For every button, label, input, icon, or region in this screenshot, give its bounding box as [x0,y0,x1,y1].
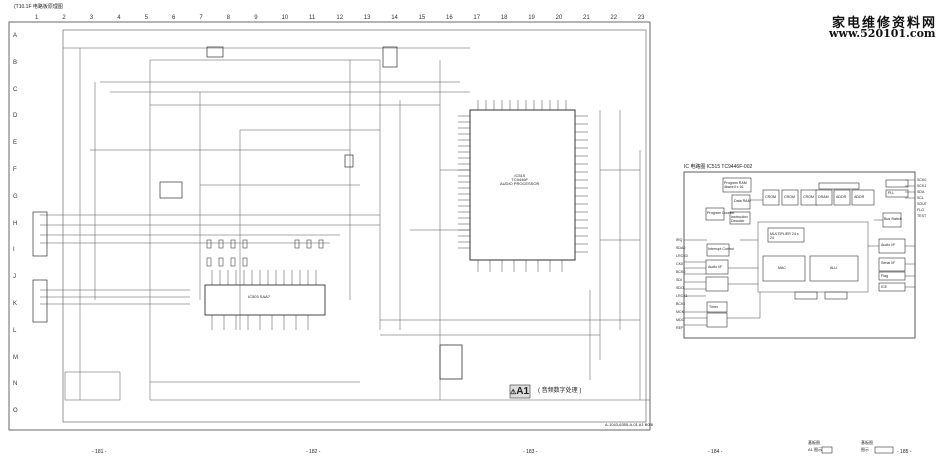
interrupt-control-block: Interrupt Control [708,247,734,251]
column-number: 10 [281,15,289,21]
column-number: 6 [172,15,176,21]
column-number: 19 [528,15,535,21]
watermark-url: www.520101.com [829,27,936,40]
row-letter: O [13,408,18,415]
left-pin-label: SDO [676,286,684,290]
watermark-chinese: 家电维修资料网 [832,16,938,31]
column-number: 9 [254,15,258,21]
left-pin-label: MDO [676,318,685,322]
row-letter: L [13,327,17,334]
right-pin-label: SDA [917,190,925,194]
column-number: 23 [637,15,645,21]
serial-if-block: Serial I/F [881,261,896,265]
row-letter: B [13,59,18,66]
left-pin-label: LRCK1 [676,294,688,298]
legend-left-label: 基板图 [808,440,820,445]
left-pin-label: CK0 [676,262,683,266]
row-letter: A [13,33,18,39]
column-number: 2 [62,15,66,21]
row-letter: K [13,301,18,307]
right-pin-label: FLG [917,208,924,212]
bottom-note: A-1043-6355-A-01 A1 B0/6 [605,422,654,427]
crom-3-block: CROM [803,195,814,199]
legend-right-sub: 图示 [861,447,869,452]
column-number: 16 [446,15,453,21]
left-pin-label: REF [676,326,684,330]
column-number: 14 [391,15,398,21]
dram-block: DRAM [818,195,829,199]
row-letter: C [13,86,18,93]
page-number-2: - 182 - [306,449,321,455]
right-pin-label: SCK0 [917,178,927,182]
column-number: 11 [309,15,316,21]
column-number: 3 [89,15,94,21]
legend-left-sub: A1 图示 [808,447,823,452]
board-caption: ( 音频数字处理 ) [538,388,582,394]
row-letter: J [13,274,16,281]
row-letter: E [13,140,18,147]
right-pin-label: SOUT [917,202,927,206]
alu-block: ALU [830,266,837,270]
column-number: 17 [473,15,481,21]
row-letter: H [13,220,18,227]
legend-right-label: 基板图 [861,440,873,445]
program-counter-block: Program Counter [707,211,735,215]
row-letter: M [13,354,18,361]
left-pin-label: IRQ [676,238,683,242]
audio-if-block: Audio I/F [708,265,723,269]
column-number: 8 [226,15,231,21]
column-number: 18 [500,15,508,21]
row-letter: F [13,167,17,173]
ice-block: ICE [881,285,887,289]
program-ram-block: Program RAM 4kword x 16 [724,181,747,189]
crom-1-block: CROM [765,195,776,199]
timer-block: Timer [709,305,719,309]
left-pin-label: SDA0 [676,246,686,250]
block-diagram-title: IC 电路图 IC515 TC9446F-002 [684,164,753,170]
row-letter: G [13,193,18,200]
column-number: 15 [418,15,426,21]
flag-block: Flag [881,274,888,278]
sub-ic-label: IC503 SAA7 [248,294,271,299]
board-label: ⚠A1 [510,386,530,397]
column-number: 22 [610,15,618,21]
mac-block: MAC [778,266,786,270]
page-number-3: - 183 - [523,449,538,455]
row-letter: I [13,247,15,254]
column-number: 21 [583,15,590,21]
sheet-header: (T10.1F 电路板原理图 [14,4,63,10]
left-pin-label: LRCK0 [676,254,688,258]
addr-2-block: ADDR [854,195,865,199]
right-pin-label: SCL [917,196,924,200]
instruction-decoder-block: Instruction Decoder [731,215,748,223]
column-number: 20 [555,15,563,21]
column-number: 4 [117,15,121,21]
pll-block: PLL [888,191,895,195]
multiplier-block: MULTIPLIER 24 x 24 [770,232,799,240]
row-letter: D [13,113,18,120]
row-letter: N [13,381,18,388]
left-pin-label: SDI [676,278,682,282]
column-number: 7 [199,15,203,21]
page-number-5: - 185 - [897,449,912,455]
data-ram-block: Data RAM [734,199,751,203]
left-pin-label: BCK0 [676,270,686,274]
crom-2-block: CROM [784,195,795,199]
left-pin-label: MCK [676,310,684,314]
column-number: 5 [144,15,148,21]
left-pin-label: BCK1 [676,302,686,306]
page-number-4: - 184 - [708,449,723,455]
column-number: 12 [336,15,344,21]
addr-1-block: ADDR [836,195,847,199]
column-number: 1 [35,15,39,21]
right-pin-label: TEST [917,214,927,218]
audio-if-out-block: Audio I/F [881,243,896,247]
column-number: 13 [363,15,371,21]
page-number-1: - 181 - [92,449,107,455]
right-pin-label: SCK1 [917,184,927,188]
bus-switch-block: Bus Switch [884,217,902,221]
